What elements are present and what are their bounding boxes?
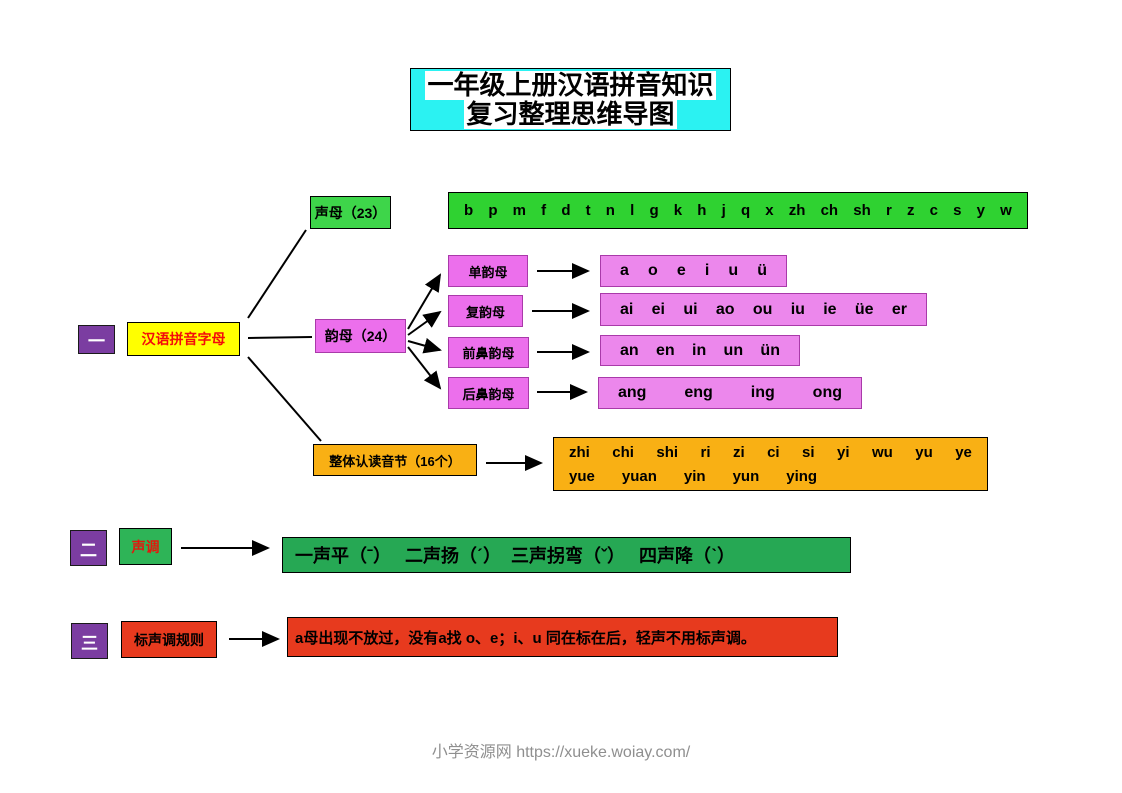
danyunmu-label: 单韵母 <box>448 255 528 287</box>
tones-content-box: 一声平（ˉ） 二声扬（ˊ） 三声拐弯（ˇ） 四声降（ˋ） <box>282 537 851 573</box>
section1-index-badge: 一 <box>78 325 115 354</box>
letter-item: b <box>464 202 474 219</box>
letter-item: yuan <box>621 467 657 485</box>
letter-item: n <box>605 202 615 219</box>
letter-item: ü <box>757 262 767 279</box>
letter-item: chi <box>612 443 634 461</box>
section3-index-badge: 三 <box>71 623 108 659</box>
letter-item: f <box>541 202 547 219</box>
letter-item: si <box>802 443 815 461</box>
letter-item: ong <box>812 384 842 401</box>
letter-item: ün <box>760 341 780 359</box>
letter-item: ie <box>823 300 837 318</box>
footer-source-text: 小学资源网 https://xueke.woiay.com/ <box>431 744 691 761</box>
letter-item: yin <box>683 467 706 485</box>
letter-item: ei <box>651 300 665 318</box>
qianbiyunmu-label: 前鼻韵母 <box>448 337 529 368</box>
letter-item: p <box>488 202 498 219</box>
page-title-line2: 复习整理思维导图 <box>464 99 677 129</box>
letter-item: x <box>765 202 774 219</box>
letter-item: ye <box>955 443 972 461</box>
section2-index-badge: 二 <box>70 530 107 566</box>
letter-item: y <box>976 202 985 219</box>
letter-item: t <box>585 202 591 219</box>
letter-item: ao <box>715 300 735 318</box>
zhengti-label: 整体认读音节（16个） <box>313 444 477 476</box>
letter-item: u <box>728 262 739 279</box>
letter-item: h <box>697 202 707 219</box>
letter-item: ying <box>786 467 818 485</box>
letter-item: an <box>620 341 639 359</box>
letter-item: zhi <box>569 443 590 461</box>
letter-item: ci <box>767 443 780 461</box>
letter-item: ri <box>700 443 711 461</box>
zhengti-letters-line2: yue yuan yin yun ying <box>554 464 987 488</box>
tone-rule-content-box: a母出现不放过，没有a找 o、e；i、u 同在标在后，轻声不用标声调。 <box>287 617 838 657</box>
page-title: 一年级上册汉语拼音知识 复习整理思维导图 <box>410 68 731 131</box>
letter-item: wu <box>871 443 893 461</box>
letter-item: yi <box>837 443 850 461</box>
letter-item: un <box>723 341 744 359</box>
letter-item: i <box>704 262 710 279</box>
letter-item: o <box>647 262 658 279</box>
letter-item: zi <box>732 443 745 461</box>
shengmu-label: 声母（23） <box>310 196 391 229</box>
letter-item: er <box>891 300 907 318</box>
letter-item: in <box>692 341 707 359</box>
letter-item: üe <box>854 300 874 318</box>
letter-item: iu <box>790 300 805 318</box>
houbiyunmu-letters: ang eng ing ong <box>599 378 861 408</box>
letter-item: zh <box>788 202 806 219</box>
letter-item: l <box>630 202 635 219</box>
letter-item: ui <box>683 300 698 318</box>
letter-item: en <box>656 341 675 359</box>
letter-item: k <box>673 202 683 219</box>
zhengti-letters-line1: zhi chi shi ri zi ci si yi wu yu ye <box>554 440 987 464</box>
letter-item: ang <box>618 384 647 401</box>
section3-root-node: 标声调规则 <box>121 621 217 658</box>
letter-item: shi <box>656 443 679 461</box>
letter-item: s <box>953 202 962 219</box>
letter-item: r <box>885 202 892 219</box>
letter-item: sh <box>853 202 871 219</box>
section2-root-node: 声调 <box>119 528 172 565</box>
letter-item: e <box>676 262 686 279</box>
letter-item: j <box>721 202 726 219</box>
houbiyunmu-letters-box: ang eng ing ong <box>598 377 862 409</box>
letter-item: yue <box>569 467 595 485</box>
letter-item: yu <box>915 443 933 461</box>
letter-item: g <box>649 202 659 219</box>
letter-item: m <box>512 202 526 219</box>
page-title-line1: 一年级上册汉语拼音知识 <box>425 70 716 100</box>
letter-item: yun <box>732 467 760 485</box>
section1-root-node: 汉语拼音字母 <box>127 322 240 356</box>
letter-item: ing <box>750 384 775 401</box>
letter-item: eng <box>684 384 713 401</box>
letter-item: z <box>906 202 915 219</box>
letter-item: ai <box>620 300 634 318</box>
letter-item: q <box>740 202 751 219</box>
fuyunmu-label: 复韵母 <box>448 295 523 327</box>
yunmu-label: 韵母（24） <box>315 319 406 353</box>
letter-item: d <box>561 202 571 219</box>
letter-item: ou <box>752 300 773 318</box>
letter-item: a <box>620 262 629 279</box>
letter-item: c <box>929 202 938 219</box>
letter-item: ch <box>820 202 839 219</box>
houbiyunmu-label: 后鼻韵母 <box>448 377 529 409</box>
letter-item: w <box>1000 202 1012 219</box>
